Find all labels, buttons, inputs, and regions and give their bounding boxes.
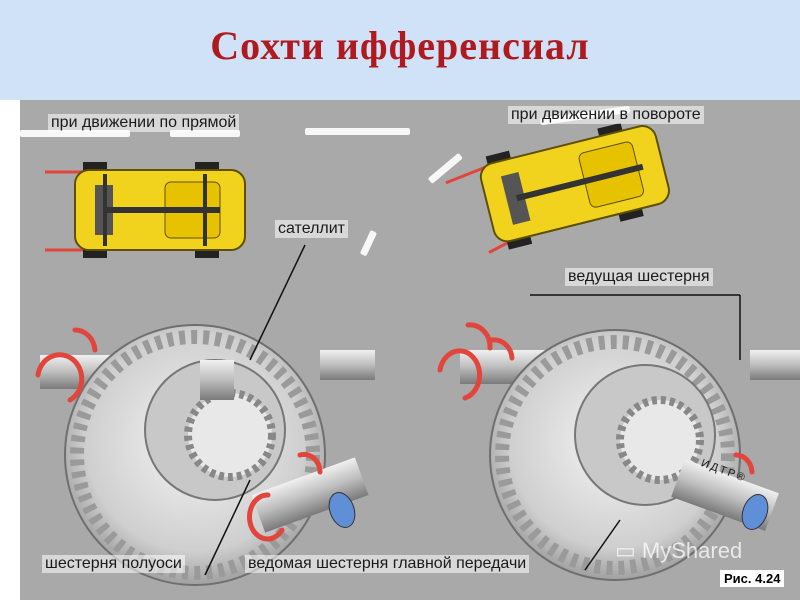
watermark-text: MyShared — [641, 538, 743, 563]
label-drive-gear: ведущая шестерня — [565, 268, 713, 286]
figure-number: Рис. 4.24 — [720, 570, 785, 587]
label-turn: при движении в повороте — [508, 106, 704, 124]
gear-icon — [460, 329, 800, 581]
label-satellite: сателлит — [275, 220, 348, 238]
presentation-icon: ▭ — [615, 538, 642, 563]
title-banner — [0, 0, 800, 100]
leader-lines — [204, 244, 741, 576]
label-driven-gear: ведомая шестерня главной передачи — [245, 555, 530, 573]
label-axle-gear: шестерня полуоси — [42, 555, 185, 573]
car-icon — [45, 162, 246, 258]
watermark: ▭ MyShared — [615, 538, 742, 564]
car-icon — [445, 122, 670, 254]
figure-artwork — [20, 106, 800, 586]
label-straight: при движении по прямой — [48, 114, 240, 132]
differential-figure: при движении по прямой при движении в по… — [20, 100, 800, 600]
gear-icon — [40, 324, 375, 586]
rotation-arrow-icon — [35, 322, 755, 542]
slide-title: Сохти ифференсиал — [210, 23, 590, 68]
